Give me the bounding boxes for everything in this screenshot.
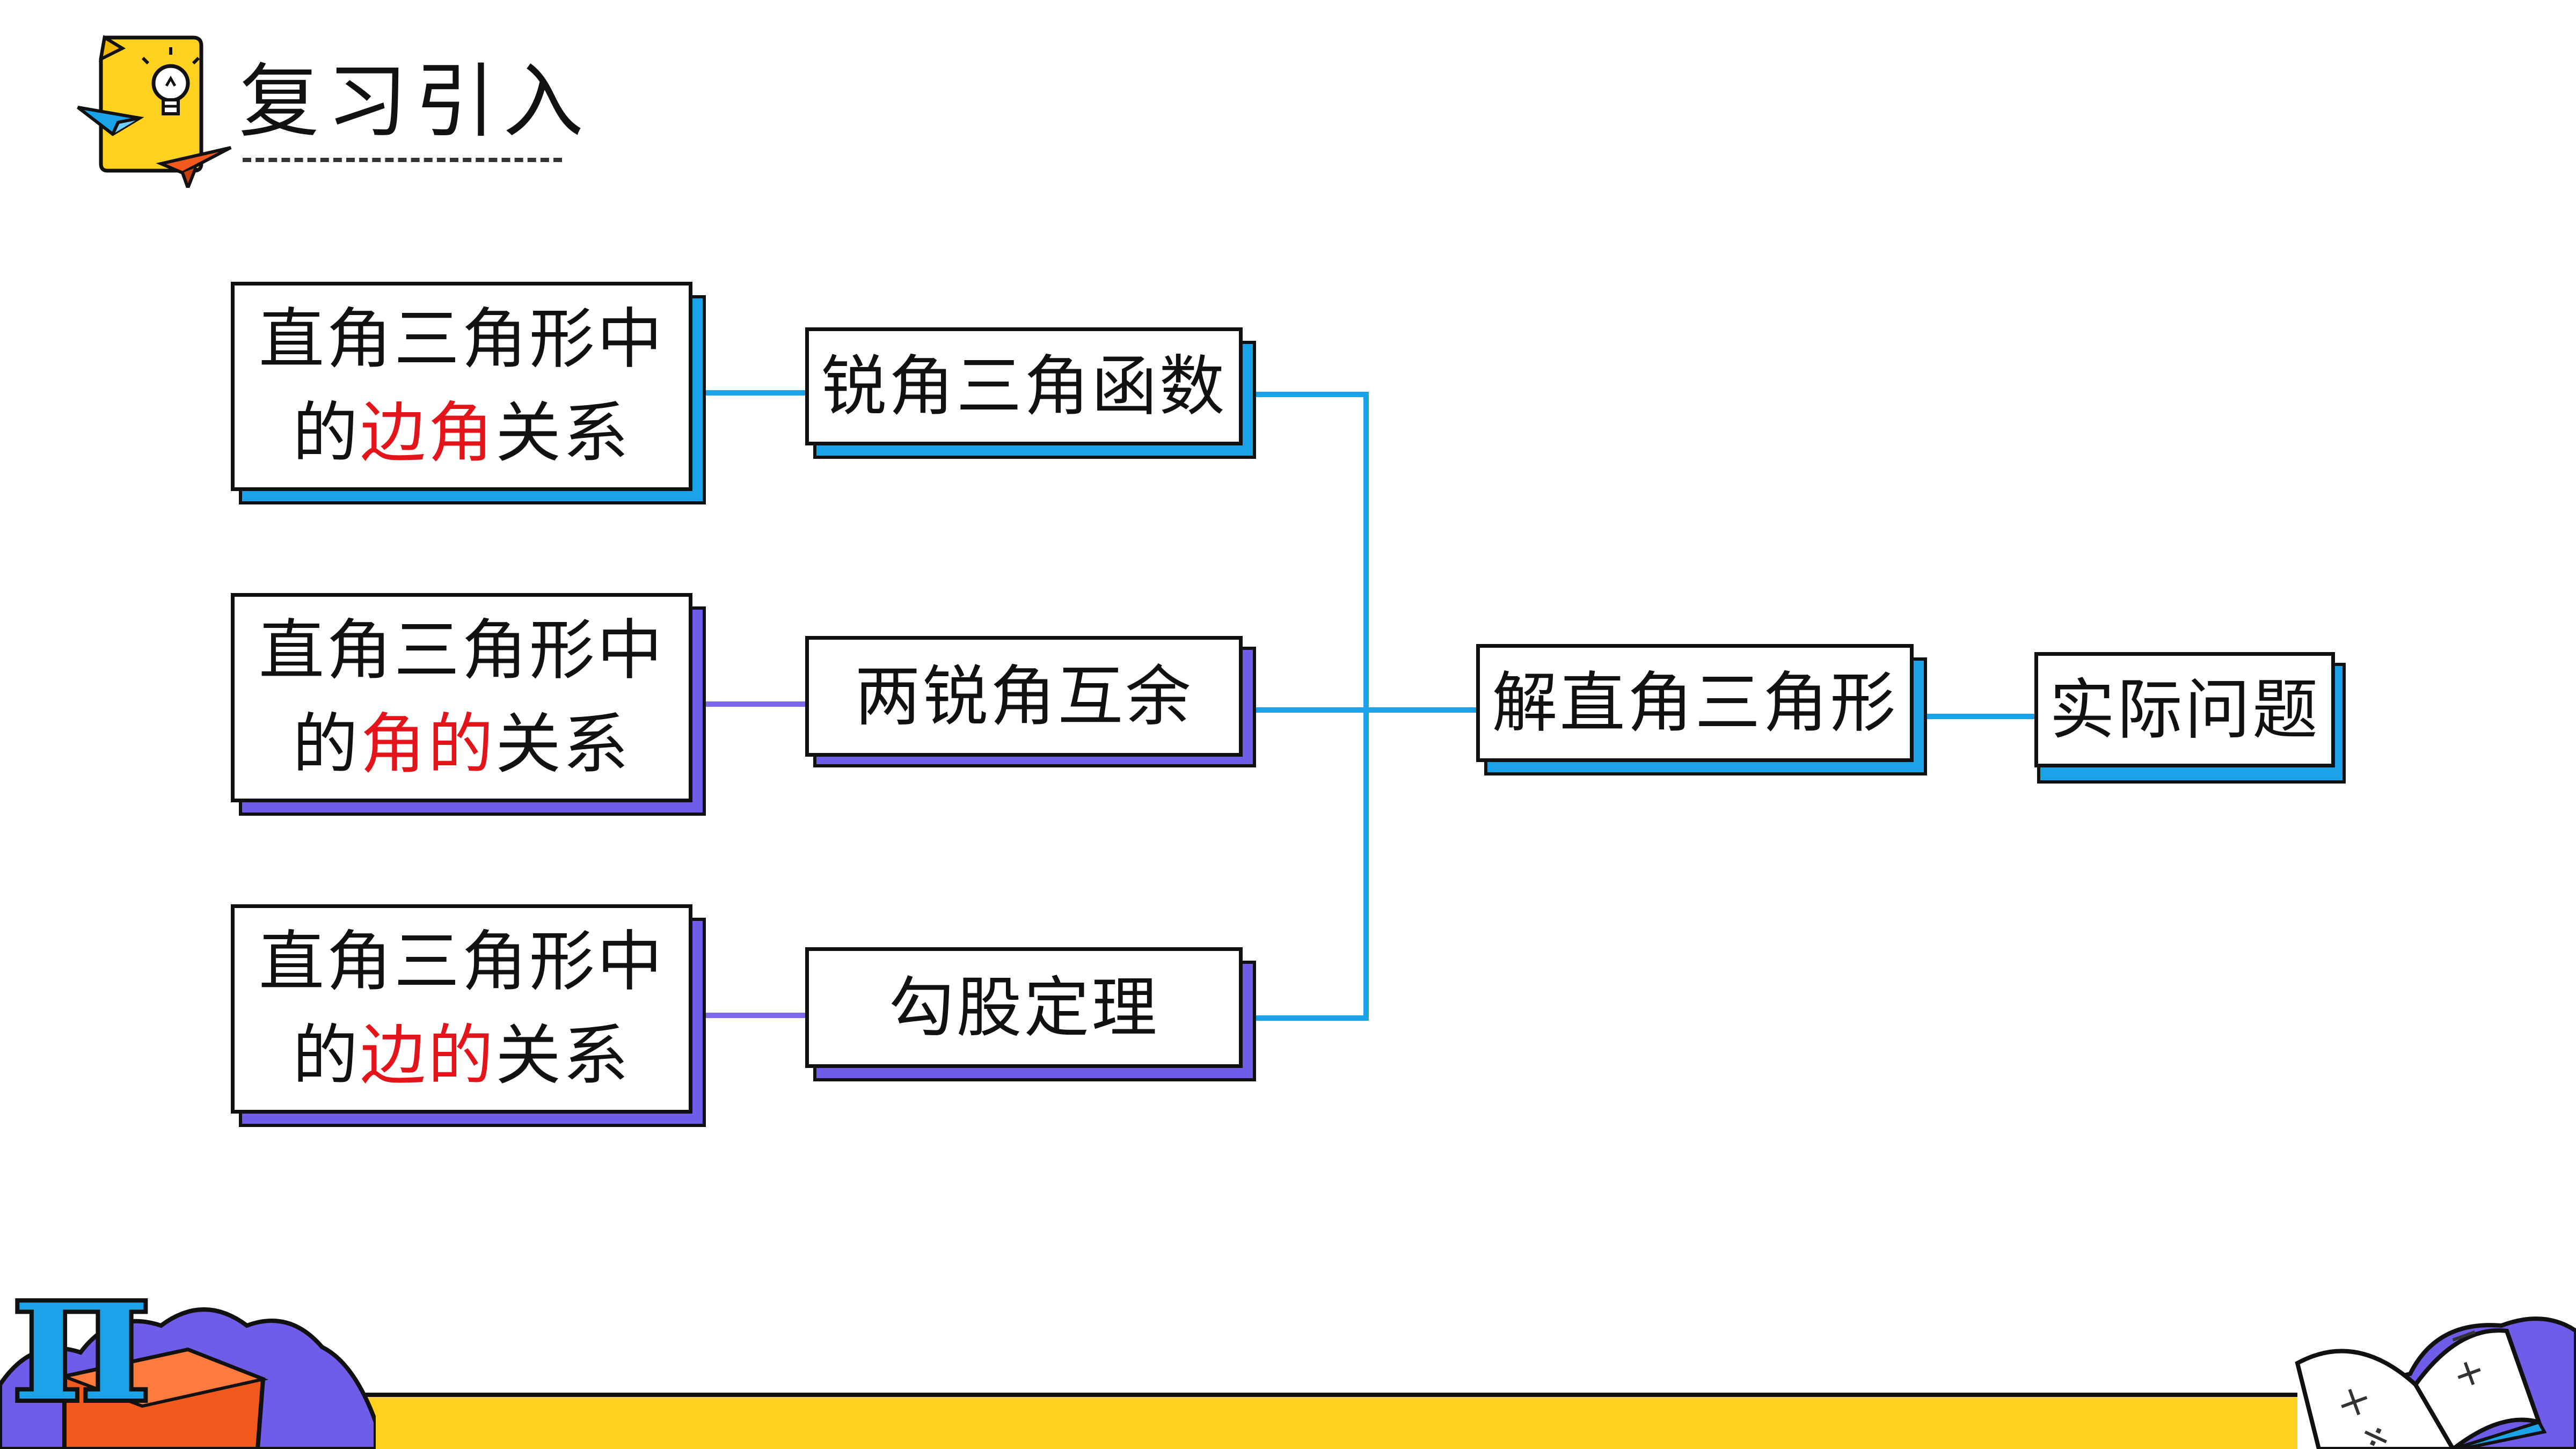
source-line2: 的边角关系 xyxy=(293,395,631,471)
source-box-angles: 直角三角形中 的角的关系 xyxy=(231,593,692,802)
concept-box-complementary: 两锐角互余 xyxy=(805,636,1243,757)
title-underline xyxy=(243,158,562,162)
page-title: 复习引入 xyxy=(239,55,592,149)
concept-label: 锐角三角函数 xyxy=(821,348,1227,425)
connector-merge-target xyxy=(1919,714,2040,719)
pi-symbol: π xyxy=(11,1261,152,1446)
concept-box-trig: 锐角三角函数 xyxy=(805,327,1243,445)
connector-row2-left xyxy=(703,701,808,707)
concept-label: 两锐角互余 xyxy=(855,658,1193,735)
bottom-band xyxy=(344,1393,2297,1449)
open-book-icon xyxy=(2295,1328,2547,1449)
source-box-sides: 直角三角形中 的边的关系 xyxy=(231,904,692,1114)
book-decoration: × ÷ + − xyxy=(2295,1309,2576,1449)
source-highlight: 角的 xyxy=(360,706,495,782)
concept-box-pythagoras: 勾股定理 xyxy=(805,947,1243,1068)
connector-row1-right xyxy=(1253,392,1369,397)
source-line1: 直角三角形中 xyxy=(259,301,665,377)
source-highlight: 边的 xyxy=(360,1018,495,1094)
source-line1: 直角三角形中 xyxy=(259,612,665,689)
connector-bracket xyxy=(1363,392,1369,1021)
source-box-edge-angle: 直角三角形中 的边角关系 xyxy=(231,282,692,491)
source-highlight: 边角 xyxy=(360,395,495,471)
source-line2: 的边的关系 xyxy=(293,1018,631,1094)
connector-row3-right xyxy=(1253,1015,1369,1021)
connector-row1-left xyxy=(703,390,808,396)
merge-box: 解直角三角形 xyxy=(1476,644,1914,762)
merge-label: 解直角三角形 xyxy=(1492,665,1898,741)
target-box: 实际问题 xyxy=(2034,652,2335,767)
concept-label: 勾股定理 xyxy=(888,969,1159,1046)
lightbulb-paper-plane-icon xyxy=(77,35,232,188)
target-label: 实际问题 xyxy=(2049,671,2320,748)
source-line1: 直角三角形中 xyxy=(259,924,665,1000)
connector-row3-left xyxy=(703,1013,808,1018)
source-line2: 的角的关系 xyxy=(293,706,631,782)
pi-decoration: π xyxy=(0,1261,376,1449)
